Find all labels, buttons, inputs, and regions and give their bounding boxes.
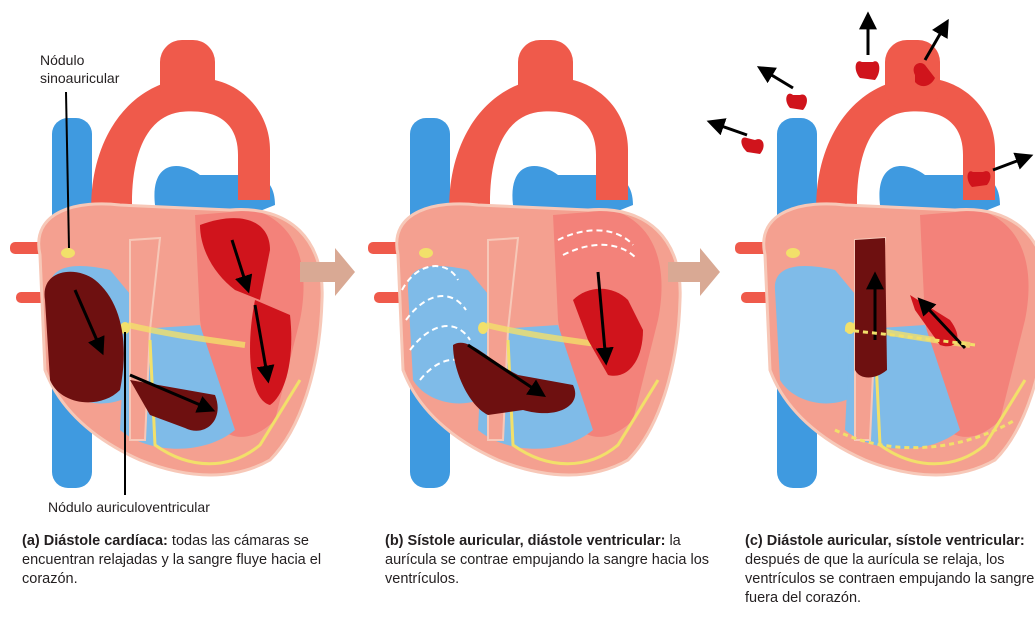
heart-diastole bbox=[10, 40, 322, 495]
atrioventricular-node-label: Nódulo auriculoventricular bbox=[48, 498, 210, 516]
caption-a-letter: (a) bbox=[22, 533, 40, 549]
caption-b-title: Sístole auricular, diástole ventricular: bbox=[408, 533, 666, 549]
caption-c-text: después de que la aurícula se relaja, lo… bbox=[745, 552, 1034, 606]
caption-b: (b) Sístole auricular, diástole ventricu… bbox=[385, 532, 735, 589]
caption-a: (a) Diástole cardíaca: todas las cámaras… bbox=[22, 532, 362, 589]
caption-a-title: Diástole cardíaca: bbox=[44, 533, 168, 549]
sinoatrial-node-label: Nódulo sinoauricular bbox=[40, 51, 150, 87]
heart-atrial-systole bbox=[368, 40, 680, 488]
caption-b-letter: (b) bbox=[385, 533, 404, 549]
caption-c-letter: (c) bbox=[745, 533, 763, 549]
heart-ventricular-systole bbox=[710, 15, 1035, 488]
cardiac-cycle-diagram bbox=[0, 0, 1035, 500]
caption-c-title: Diástole auricular, sístole ventricular: bbox=[767, 533, 1025, 549]
caption-c: (c) Diástole auricular, sístole ventricu… bbox=[745, 532, 1035, 608]
